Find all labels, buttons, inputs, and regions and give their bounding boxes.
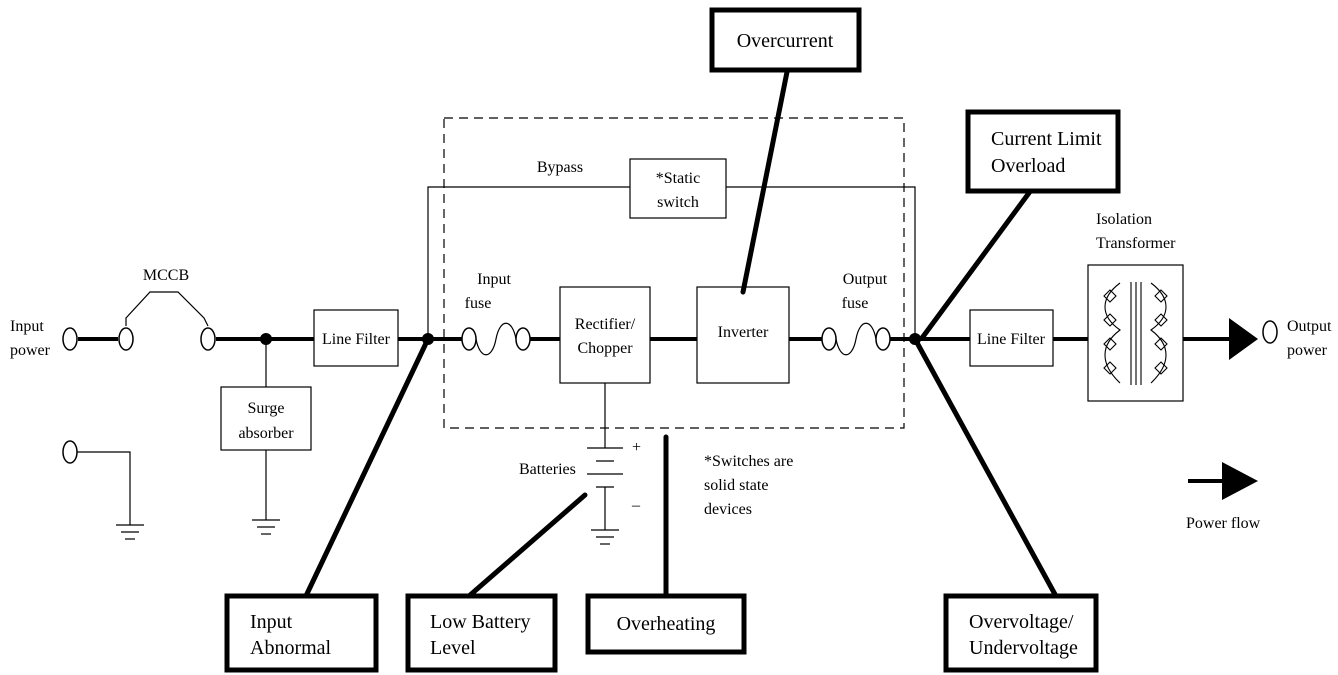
- alarm-current-limit-label-1: Current Limit: [991, 128, 1102, 150]
- output-power-label-1: Output: [1287, 318, 1332, 335]
- alarm-input-abnormal-label-2: Abnormal: [250, 637, 332, 659]
- alarm-overcurrent-label: Overcurrent: [737, 30, 834, 52]
- alarm-current-limit-label-2: Overload: [991, 155, 1065, 177]
- line-filter-right-box: [969, 309, 1054, 367]
- inverter-box: [696, 286, 790, 384]
- static-switch-label-2: switch: [657, 194, 699, 211]
- alarm-box-current-limit: [965, 109, 1121, 194]
- battery-icon: [587, 447, 623, 545]
- ground-icon: [116, 524, 144, 540]
- mccb-contact: [125, 291, 209, 327]
- input-power-label-2: power: [10, 342, 51, 359]
- surge-absorber-box: [220, 386, 312, 451]
- switches-note-line-3: devices: [704, 501, 752, 518]
- alarm-overheating-label: Overheating: [617, 613, 716, 635]
- alarm-over-under-voltage-label-1: Overvoltage/: [969, 611, 1074, 633]
- ground-terminal: [62, 440, 78, 464]
- switches-note-line-1: *Switches are: [704, 453, 793, 470]
- power-flow-label: Power flow: [1186, 515, 1261, 532]
- alarm-box-input-abnormal: [224, 593, 379, 673]
- alarm-input-abnormal-label-1: Input: [250, 611, 293, 633]
- output-fuse-label-2: fuse: [842, 295, 869, 312]
- input-power-label-1: Input: [10, 318, 44, 335]
- battery-plus-sign: +: [632, 439, 641, 456]
- surge-absorber-label-2: absorber: [238, 425, 294, 442]
- alarm-leader-lines: [302, 69, 1060, 601]
- input-fuse-terminal-right: [515, 327, 531, 351]
- surge-ground-icon: [252, 519, 280, 535]
- inverter-label: Inverter: [718, 324, 769, 341]
- line-filter-right-label: Line Filter: [977, 331, 1046, 348]
- input-fuse-label-2: fuse: [465, 295, 492, 312]
- isolation-transformer-label-1: Isolation: [1096, 211, 1152, 228]
- rectifier-label-2: Chopper: [577, 340, 633, 357]
- switches-note-line-2: solid state: [704, 477, 768, 494]
- output-power-label-2: power: [1287, 342, 1328, 359]
- alarm-box-over-under-voltage: [943, 593, 1099, 673]
- input-fuse-element: [475, 322, 517, 356]
- alarm-box-overcurrent: [709, 7, 862, 73]
- static-switch-label-1: *Static: [656, 170, 700, 187]
- bypass-line: [427, 186, 630, 334]
- output-fuse-label-1: Output: [843, 271, 888, 288]
- surge-absorber-label-1: Surge: [247, 400, 284, 417]
- alarm-low-battery-label-2: Level: [430, 637, 476, 659]
- input-terminal: [62, 327, 78, 351]
- power-flow-arrow-icon: [1222, 462, 1258, 500]
- rectifier-box: [559, 286, 651, 384]
- output-fuse-element: [835, 322, 877, 356]
- mccb-terminal-right: [200, 327, 216, 351]
- bypass-line-right: [726, 186, 916, 334]
- batteries-label: Batteries: [519, 461, 576, 478]
- alarm-over-under-voltage-label-2: Undervoltage: [969, 637, 1078, 659]
- input-fuse-terminal-left: [461, 327, 477, 351]
- alarm-box-overheating: [585, 593, 747, 655]
- battery-minus-sign: –: [631, 497, 641, 514]
- output-terminal: [1262, 320, 1278, 344]
- output-arrow-icon: [1229, 318, 1258, 360]
- output-fuse-terminal-right: [875, 327, 891, 351]
- mccb-label: MCCB: [143, 267, 189, 284]
- mccb-terminal-left: [118, 327, 134, 351]
- output-fuse-terminal-left: [821, 327, 837, 351]
- bypass-label: Bypass: [537, 159, 583, 176]
- alarm-box-low-battery: [405, 593, 558, 673]
- ups-enclosure-dashed-box: [443, 117, 905, 429]
- isolation-transformer-label-2: Transformer: [1096, 235, 1176, 252]
- rectifier-label-1: Rectifier/: [575, 316, 636, 333]
- transformer-windings-icon: [1103, 282, 1168, 385]
- ground-terminal-line: [77, 451, 131, 525]
- input-fuse-label-1: Input: [477, 271, 511, 288]
- line-filter-left-label: Line Filter: [322, 331, 391, 348]
- static-switch-box: [629, 158, 727, 219]
- line-filter-left-box: [313, 309, 399, 367]
- alarm-low-battery-label-1: Low Battery: [430, 611, 531, 633]
